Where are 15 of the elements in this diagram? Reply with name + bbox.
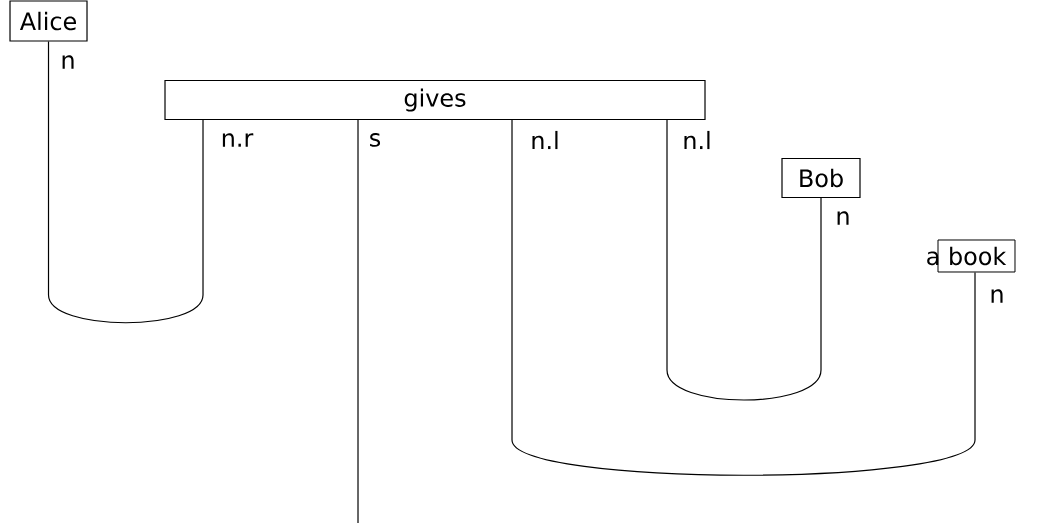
type-label: n.r <box>222 133 254 147</box>
wire <box>47 41 204 324</box>
wire <box>357 119 359 524</box>
wire <box>511 119 976 476</box>
type-label: n <box>991 289 1003 303</box>
wire <box>666 119 822 401</box>
word-box: Alice <box>9 0 88 42</box>
type-label: n <box>62 55 74 69</box>
word-box: a book <box>927 239 1016 273</box>
type-label: n.l <box>532 130 558 150</box>
type-label: n.l <box>684 130 710 150</box>
type-label: s <box>370 133 381 147</box>
word-box: Bob <box>781 157 861 199</box>
type-label: n <box>837 211 849 225</box>
word-box: gives <box>164 79 706 121</box>
